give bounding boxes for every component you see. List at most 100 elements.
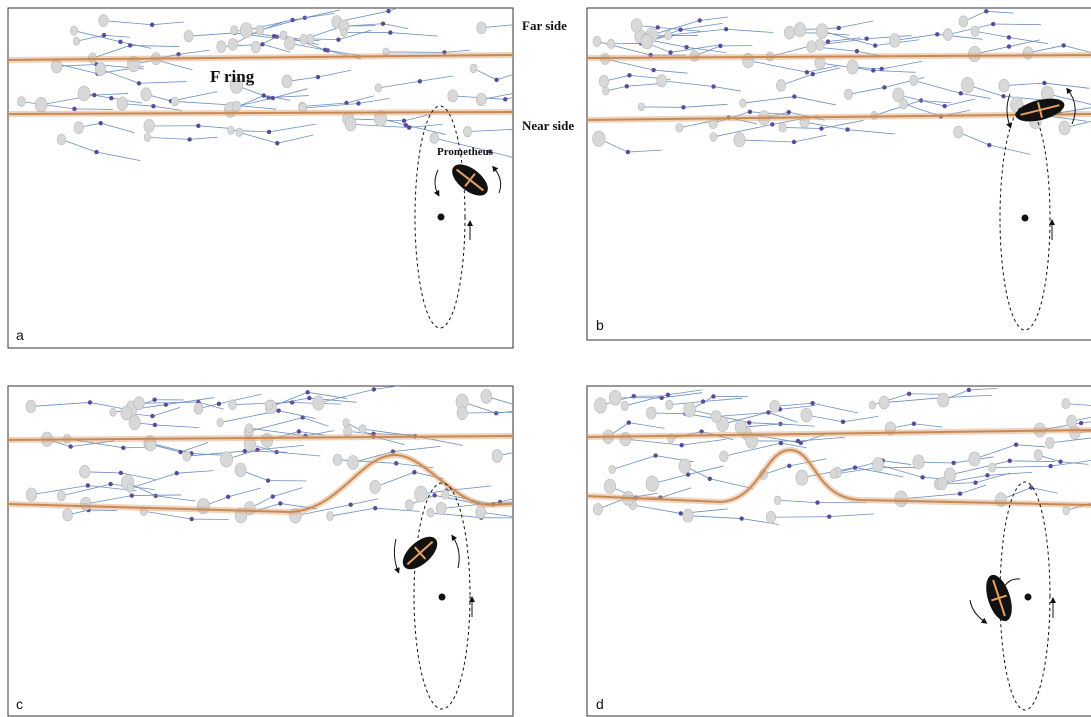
web-line bbox=[155, 59, 193, 71]
ring-particle bbox=[340, 28, 348, 37]
web-line bbox=[343, 23, 384, 27]
ring-particle bbox=[429, 132, 439, 144]
web-line bbox=[307, 391, 348, 399]
ring-node bbox=[261, 93, 266, 98]
ring-particle bbox=[1062, 506, 1070, 516]
ring-node bbox=[942, 103, 947, 109]
ring-particle bbox=[868, 400, 876, 410]
ring-particle bbox=[344, 117, 357, 132]
ring-node bbox=[739, 516, 744, 521]
ring-node bbox=[648, 52, 653, 58]
ring-particle bbox=[656, 74, 667, 88]
web-line bbox=[467, 128, 513, 133]
ring-particle bbox=[463, 126, 472, 138]
ring-particle bbox=[806, 40, 817, 53]
ring-particle bbox=[829, 469, 838, 479]
ring-node bbox=[401, 118, 407, 124]
ring-particle bbox=[815, 23, 829, 39]
ring-particle bbox=[216, 418, 224, 427]
ring-particle bbox=[245, 423, 254, 433]
web-line bbox=[94, 93, 128, 96]
web-line bbox=[872, 393, 910, 406]
ring-node bbox=[951, 460, 956, 466]
ring-particle bbox=[894, 490, 908, 508]
web-line bbox=[741, 518, 779, 525]
ring-particle bbox=[139, 506, 148, 516]
ring-node bbox=[699, 429, 704, 434]
ring-node bbox=[494, 77, 499, 83]
web-line bbox=[921, 100, 952, 104]
web-line bbox=[21, 101, 75, 110]
web-line bbox=[812, 402, 859, 414]
ring-particle bbox=[899, 98, 909, 110]
ring-node bbox=[973, 480, 978, 485]
ring-particle bbox=[109, 407, 117, 417]
ring-particle bbox=[234, 462, 247, 478]
web-line bbox=[278, 410, 316, 419]
ring-particle bbox=[57, 490, 66, 502]
ring-particle bbox=[306, 33, 315, 44]
ring-particle bbox=[795, 469, 809, 486]
web-line bbox=[375, 471, 415, 488]
ring-node bbox=[882, 85, 887, 90]
ring-particle bbox=[773, 495, 782, 505]
web-line bbox=[480, 511, 513, 518]
ring-particle bbox=[675, 122, 684, 133]
web-line bbox=[612, 455, 656, 470]
ring-node bbox=[766, 410, 771, 415]
ring-node bbox=[631, 394, 636, 399]
ring-node bbox=[864, 36, 869, 41]
web-line bbox=[968, 387, 997, 391]
web-line bbox=[272, 487, 303, 497]
web-line bbox=[92, 45, 131, 59]
ring-node bbox=[684, 45, 689, 50]
web-line bbox=[913, 80, 961, 94]
web-line bbox=[540, 447, 583, 456]
web-line bbox=[176, 470, 214, 474]
ring-node bbox=[815, 500, 820, 505]
ring-particle bbox=[998, 78, 1010, 93]
web-line bbox=[1071, 416, 1091, 422]
web-line bbox=[881, 60, 923, 70]
web-line bbox=[499, 498, 513, 503]
ring-particle bbox=[988, 462, 997, 473]
web-line bbox=[777, 499, 818, 503]
web-line bbox=[806, 414, 844, 423]
panel-c: c bbox=[7, 385, 583, 717]
ring-node bbox=[129, 493, 134, 498]
ring-particle bbox=[937, 392, 950, 408]
panel-b: b bbox=[586, 7, 1091, 341]
ring-particle-web bbox=[25, 386, 583, 524]
web-line bbox=[975, 472, 1011, 484]
ring-node bbox=[827, 514, 832, 519]
web-line bbox=[1004, 82, 1045, 87]
ring-particle bbox=[70, 25, 79, 36]
ring-particle bbox=[469, 63, 478, 74]
ring-node bbox=[380, 21, 386, 26]
web-line bbox=[189, 136, 218, 140]
web-line bbox=[1060, 461, 1089, 465]
web-line bbox=[338, 29, 372, 41]
web-line bbox=[901, 493, 961, 500]
ring-strands bbox=[8, 433, 513, 516]
ring-node bbox=[152, 422, 158, 428]
web-line bbox=[1059, 107, 1091, 114]
web-line bbox=[1044, 82, 1090, 89]
ring-particle bbox=[872, 457, 885, 472]
ring-particle bbox=[171, 96, 179, 107]
web-line bbox=[263, 95, 291, 101]
web-line bbox=[249, 427, 306, 437]
ring-node bbox=[852, 465, 858, 470]
ring-node bbox=[624, 84, 629, 89]
web-line bbox=[653, 69, 688, 74]
ring-particle bbox=[239, 22, 253, 39]
prometheus-moon bbox=[402, 536, 438, 570]
ring-node bbox=[275, 141, 280, 146]
web-line bbox=[373, 433, 412, 436]
ring-particle bbox=[645, 475, 659, 492]
web-line bbox=[847, 129, 896, 135]
ring-node bbox=[700, 399, 706, 404]
ring-node bbox=[216, 401, 222, 406]
web-line bbox=[794, 96, 837, 106]
